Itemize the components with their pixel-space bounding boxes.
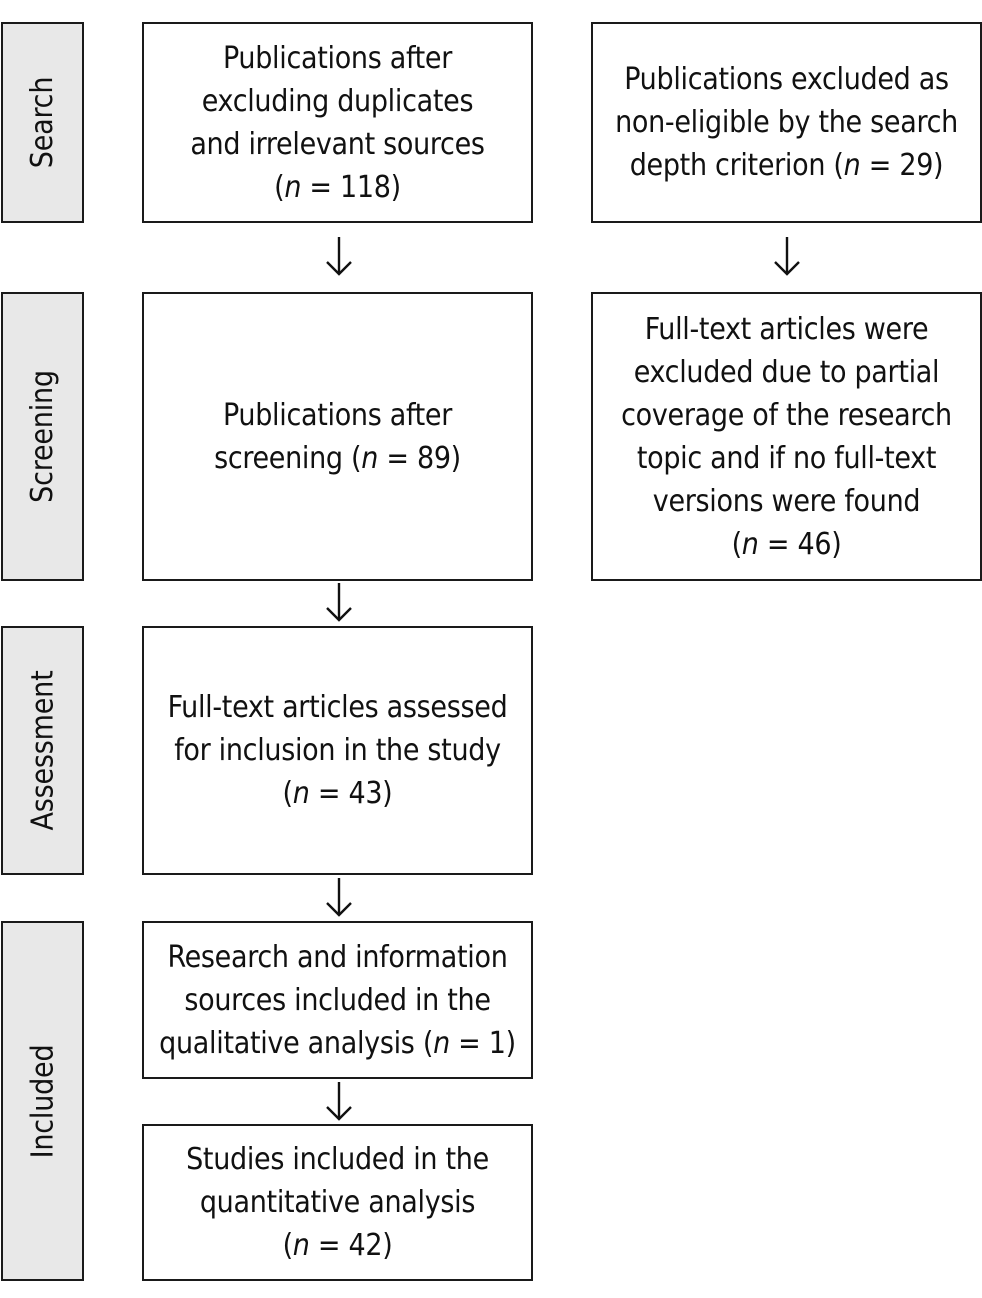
count-prefix: qualitative analysis ( <box>159 1025 434 1061</box>
count-line: (n = 46) <box>621 523 952 566</box>
count-line: (n = 43) <box>168 772 508 815</box>
count-line: depth criterion (n = 29) <box>615 144 958 187</box>
box-line: Research and information <box>167 939 508 975</box>
count-line: screening (n = 89) <box>214 437 461 480</box>
stage-screening: Screening <box>1 292 84 581</box>
count-prefix: screening ( <box>214 440 362 476</box>
arrow-down-icon <box>325 236 353 276</box>
box-line: for inclusion in the study <box>174 733 501 768</box>
count-value: = 1) <box>449 1025 516 1061</box>
n-symbol: n <box>843 148 861 183</box>
n-symbol: n <box>292 1228 310 1263</box>
count-prefix: depth criterion ( <box>629 148 844 183</box>
box-line: Full-text articles assessed <box>167 690 508 725</box>
stage-search-label: Search <box>25 76 60 169</box>
stage-assessment: Assessment <box>1 626 84 875</box>
count-value: = 89) <box>378 440 461 476</box>
box-fulltext-excluded: Full-text articles were excluded due to … <box>591 292 982 581</box>
count-value: = 46) <box>758 526 842 562</box>
box-line: Publications after <box>222 397 453 433</box>
box-line: Studies included in the <box>186 1142 489 1177</box>
arrow-down-icon <box>325 582 353 622</box>
count-line: (n = 42) <box>186 1224 489 1267</box>
stage-search: Search <box>1 22 84 223</box>
box-line: topic and if no full-text <box>636 440 937 476</box>
box-qualitative: Research and information sources include… <box>142 921 533 1079</box>
arrow-down-icon <box>325 877 353 917</box>
count-open: ( <box>282 1228 294 1263</box>
box-line: excluded due to partial <box>633 354 940 390</box>
arrow-down-icon <box>325 1081 353 1121</box>
count-line: (n = 118) <box>190 166 484 209</box>
box-line: and irrelevant sources <box>190 126 485 162</box>
count-open: ( <box>274 169 285 205</box>
count-value: = 29) <box>860 148 944 183</box>
box-line: non-eligible by the search <box>615 105 958 140</box>
count-line: qualitative analysis (n = 1) <box>159 1022 516 1065</box>
stage-included: Included <box>1 921 84 1281</box>
box-line: coverage of the research <box>621 397 952 433</box>
box-line: versions were found <box>652 483 921 519</box>
box-publications-after-excluding: Publications after excluding duplicates … <box>142 22 533 223</box>
count-open: ( <box>731 526 743 562</box>
n-symbol: n <box>433 1025 450 1061</box>
stage-included-label: Included <box>25 1044 60 1158</box>
n-symbol: n <box>284 169 302 205</box>
box-line: excluding duplicates <box>201 83 474 119</box>
box-line: Publications after <box>222 40 453 76</box>
box-line: sources included in the <box>184 982 491 1018</box>
box-line: Full-text articles were <box>644 311 929 347</box>
count-open: ( <box>282 776 294 811</box>
box-publications-after-screening: Publications after screening (n = 89) <box>142 292 533 581</box>
box-line: quantitative analysis <box>199 1185 476 1220</box>
arrow-down-icon <box>773 236 801 276</box>
stage-assessment-label: Assessment <box>25 670 61 831</box>
box-quantitative: Studies included in the quantitative ana… <box>142 1124 533 1281</box>
box-excluded-search-depth: Publications excluded as non-eligible by… <box>591 22 982 223</box>
box-line: Publications excluded as <box>624 62 949 97</box>
box-fulltext-assessed: Full-text articles assessed for inclusio… <box>142 626 533 875</box>
n-symbol: n <box>361 440 379 476</box>
count-value: = 42) <box>309 1228 393 1263</box>
stage-screening-label: Screening <box>25 370 60 503</box>
n-symbol: n <box>741 526 759 562</box>
count-value: = 43) <box>309 776 393 811</box>
count-value: = 118) <box>301 169 401 205</box>
n-symbol: n <box>292 776 310 811</box>
